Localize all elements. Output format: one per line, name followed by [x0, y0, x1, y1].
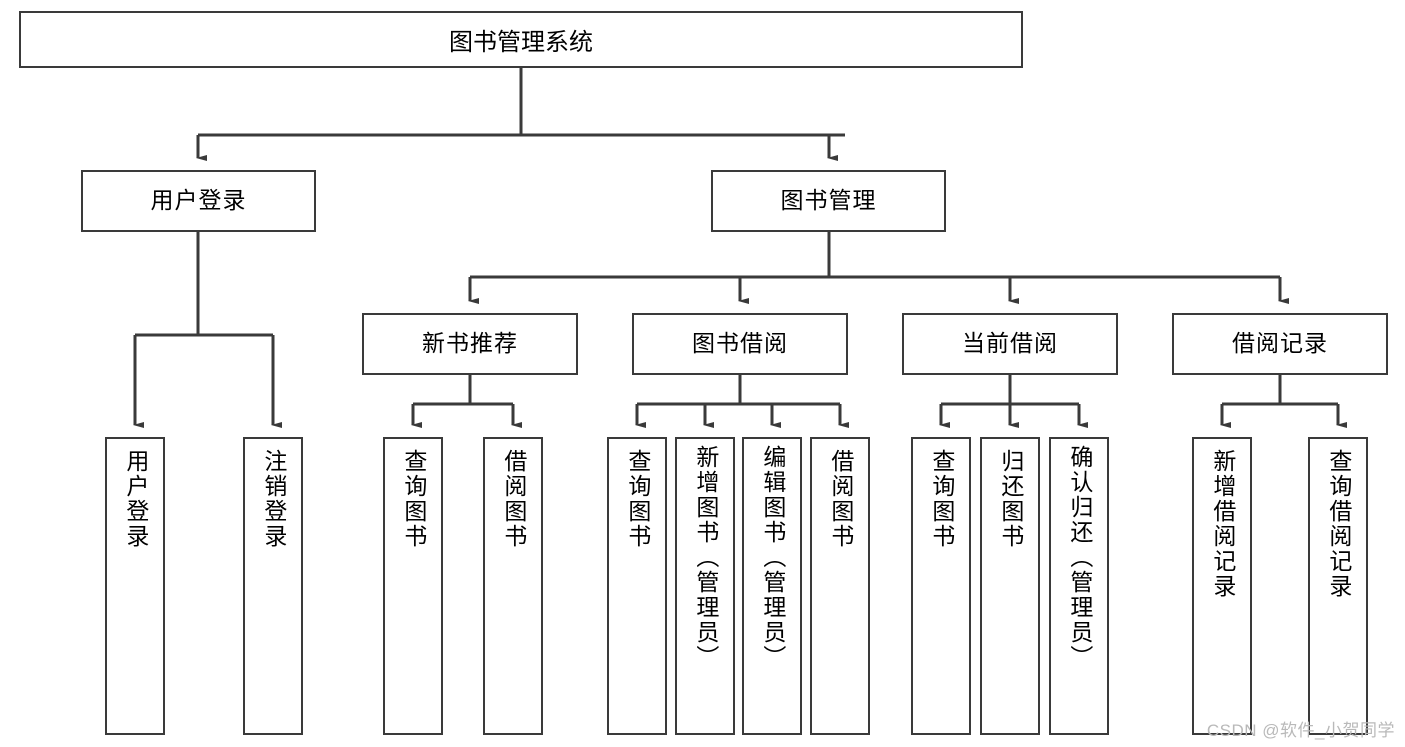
leaf-confirm-return-admin[interactable]: 确认归还（管理员） [1049, 437, 1109, 735]
node-label: 当前借阅 [962, 330, 1058, 357]
leaf-user-login[interactable]: 用户登录 [105, 437, 165, 735]
leaf-label: 查询借阅记录 [1325, 449, 1352, 599]
leaf-label: 归还图书 [997, 449, 1024, 549]
leaf-label: 查询图书 [400, 449, 427, 549]
leaf-query-book-borrow[interactable]: 查询图书 [607, 437, 667, 735]
leaf-label: 确认归还（管理员） [1066, 445, 1093, 670]
leaf-logout[interactable]: 注销登录 [243, 437, 303, 735]
node-book-manage[interactable]: 图书管理 [711, 170, 946, 232]
node-borrow-record[interactable]: 借阅记录 [1172, 313, 1388, 375]
node-label: 图书管理系统 [449, 29, 593, 56]
leaf-label: 查询图书 [624, 449, 651, 549]
leaf-query-book-recommend[interactable]: 查询图书 [383, 437, 443, 735]
node-current-borrow[interactable]: 当前借阅 [902, 313, 1118, 375]
node-user-login[interactable]: 用户登录 [81, 170, 316, 232]
leaf-label: 编辑图书（管理员） [759, 445, 786, 670]
leaf-label: 查询图书 [928, 449, 955, 549]
leaf-label: 新增图书（管理员） [692, 445, 719, 670]
node-label: 图书借阅 [692, 330, 788, 357]
leaf-query-borrow-record[interactable]: 查询借阅记录 [1308, 437, 1368, 735]
leaf-return-book[interactable]: 归还图书 [980, 437, 1040, 735]
node-label: 新书推荐 [422, 330, 518, 357]
leaf-label: 用户登录 [122, 449, 149, 549]
node-label: 借阅记录 [1232, 330, 1328, 357]
node-root-system[interactable]: 图书管理系统 [19, 11, 1023, 68]
leaf-label: 注销登录 [260, 449, 287, 549]
leaf-add-book-admin[interactable]: 新增图书（管理员） [675, 437, 735, 735]
leaf-borrow-book-recommend[interactable]: 借阅图书 [483, 437, 543, 735]
leaf-label: 借阅图书 [827, 449, 854, 549]
leaf-query-book-current[interactable]: 查询图书 [911, 437, 971, 735]
leaf-add-borrow-record[interactable]: 新增借阅记录 [1192, 437, 1252, 735]
node-label: 用户登录 [150, 187, 247, 214]
watermark: CSDN @软件_小贺同学 [1206, 721, 1395, 740]
node-new-book-recommend[interactable]: 新书推荐 [362, 313, 578, 375]
leaf-label: 借阅图书 [500, 449, 527, 549]
leaf-borrow-book[interactable]: 借阅图书 [810, 437, 870, 735]
leaf-edit-book-admin[interactable]: 编辑图书（管理员） [742, 437, 802, 735]
node-book-borrow[interactable]: 图书借阅 [632, 313, 848, 375]
leaf-label: 新增借阅记录 [1209, 449, 1236, 599]
node-label: 图书管理 [780, 187, 877, 214]
